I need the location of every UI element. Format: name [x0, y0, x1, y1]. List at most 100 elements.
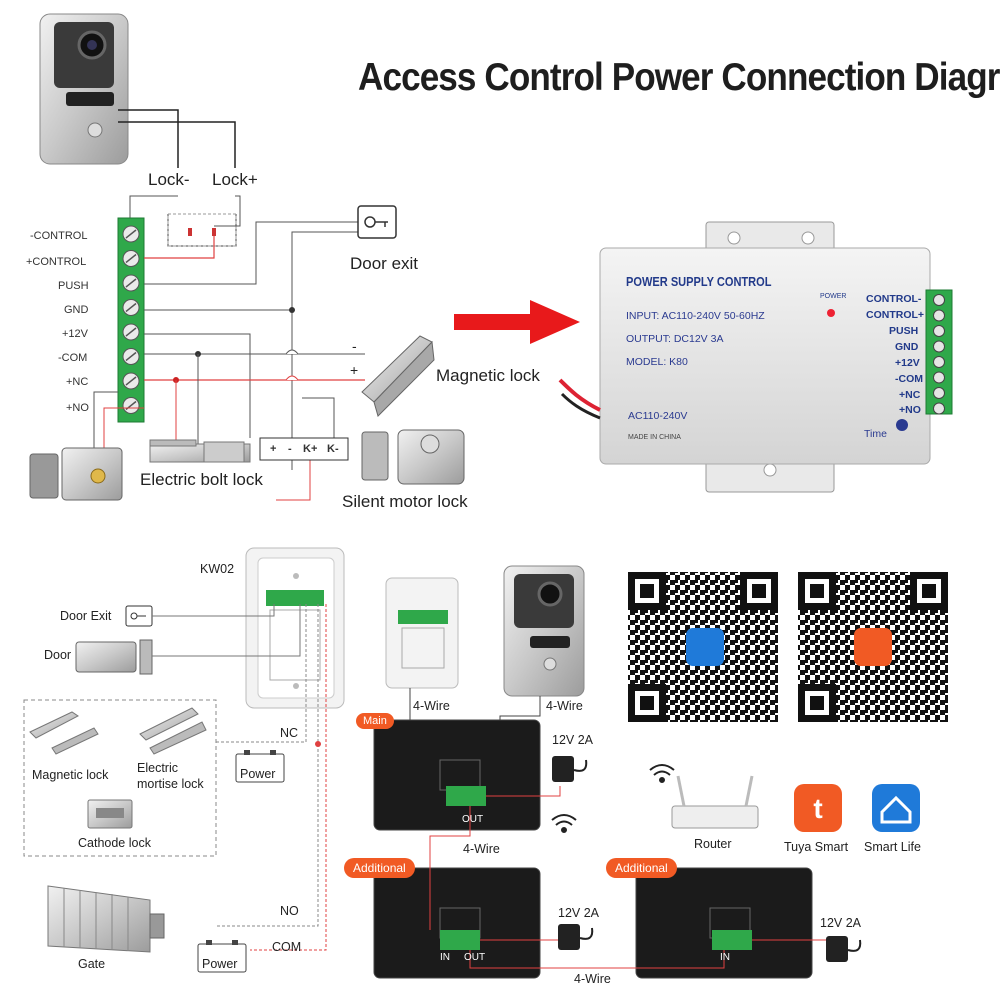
psu-terminal-screw — [933, 356, 945, 368]
rim-lock-icon — [29, 447, 123, 501]
psu-terminal-screw — [933, 340, 945, 353]
smart-life-app-icon — [872, 784, 920, 832]
wire-gnd — [144, 231, 360, 311]
psu-label-3: 12V 2A — [820, 916, 862, 930]
terminal-label-6: +NC — [66, 376, 89, 388]
terminal-label-3: GND — [64, 304, 89, 316]
terminal-label-2: PUSH — [58, 280, 89, 292]
door-exit-small-icon — [125, 605, 153, 627]
door-exit-label: Door exit — [350, 254, 419, 273]
psu-term-4: +12V — [895, 357, 920, 369]
mag-plus-label: + — [350, 362, 359, 378]
cathode-lock-label: Cathode lock — [78, 836, 151, 850]
wire-kw02-com — [250, 604, 327, 951]
psu-made: MADE IN CHINA — [628, 434, 681, 441]
wire-push-door-exit — [144, 221, 360, 285]
terminal-screw-slot — [125, 302, 137, 313]
wire-out-in — [469, 950, 725, 969]
wifi-icon-2 — [649, 764, 675, 783]
nc-label: NC — [280, 726, 299, 740]
four-wire-label-4: 4-Wire — [574, 972, 611, 986]
terminal-screw-slot — [125, 376, 137, 386]
out-label-1: OUT — [462, 814, 484, 825]
door-exit-button-icon — [357, 205, 397, 239]
wire-lock-plus — [118, 121, 236, 168]
motor-lock-terminals — [259, 437, 349, 461]
psu-label-1: 12V 2A — [552, 733, 594, 747]
door-exit-small-label: Door Exit — [60, 609, 112, 623]
wire-door-kw02 — [152, 604, 301, 657]
door-label: Door — [44, 648, 72, 662]
psu-time-label: Time — [864, 428, 887, 440]
magnetic-lock-small-label: Magnetic lock — [32, 768, 109, 782]
com-label: COM — [272, 940, 302, 954]
power-label-1: Power — [240, 767, 276, 781]
wifi-icon-1 — [551, 814, 577, 833]
magnetic-lock-icon — [361, 335, 435, 417]
kw02-panel — [245, 547, 345, 709]
wire-motor-red — [276, 460, 311, 501]
psu-term-5: -COM — [895, 373, 923, 385]
lock-plus-label: Lock+ — [212, 170, 258, 189]
electric-mortise-lock-icon — [139, 707, 207, 755]
magnetic-lock-small-icon — [29, 711, 99, 755]
psu-term-3: GND — [895, 341, 919, 353]
monitor-main — [373, 719, 541, 831]
psu-terminal-screw — [933, 402, 945, 415]
additional-badge-2: Additional — [606, 858, 677, 878]
wire-12v — [144, 333, 251, 438]
motor-term-0: + — [270, 443, 277, 455]
terminal-screw-slot — [125, 278, 137, 288]
wire-kw02-no — [216, 604, 319, 927]
in-label-2: IN — [720, 952, 730, 963]
monitor-additional-2 — [635, 867, 813, 979]
doorbell-camera-bottom — [503, 565, 585, 697]
wire-lock-to-control-plus — [214, 195, 241, 227]
psu-input: INPUT: AC110-240V 50-60HZ — [626, 310, 765, 322]
router-icon — [671, 775, 759, 829]
doorbell-camera-top — [39, 13, 129, 165]
kw02-label: KW02 — [200, 562, 235, 576]
power-label-2: Power — [202, 957, 238, 971]
wire-no — [103, 407, 144, 460]
psu-ac: AC110-240V — [628, 410, 688, 422]
four-wire-label-1: 4-Wire — [413, 699, 450, 713]
power-box-1 — [235, 750, 285, 783]
psu-term-7: +NO — [899, 404, 921, 416]
router-label: Router — [694, 837, 732, 851]
in-label-1: IN — [440, 952, 450, 963]
door-lock-small-icon — [75, 639, 153, 675]
psu-term-0: CONTROL- — [866, 293, 922, 305]
wire-lock-minus — [118, 109, 179, 168]
smart-life-label: Smart Life — [864, 840, 921, 854]
gate-label: Gate — [78, 957, 106, 971]
motor-term-2: K+ — [303, 443, 318, 455]
lock-minus-label: Lock- — [148, 170, 190, 189]
page-title: Access Control Power Connection Diagram — [358, 56, 1000, 99]
psu-output: OUTPUT: DC12V 3A — [626, 333, 724, 345]
wire-plus-control — [144, 236, 215, 259]
wire-motor — [302, 397, 335, 438]
no-label: NO — [280, 904, 299, 918]
monitor-additional-1 — [373, 867, 541, 979]
psu-term-1: CONTROL+ — [866, 309, 925, 321]
terminal-strip-top — [117, 217, 145, 423]
arrow-right-icon — [454, 300, 580, 344]
terminal-label-1: +CONTROL — [26, 256, 87, 268]
terminal-screw-slot — [125, 253, 137, 264]
electric-mortise-label-2: mortise lock — [137, 777, 204, 791]
terminal-screw-slot — [125, 327, 137, 337]
main-badge: Main — [356, 713, 394, 729]
qr-code-smart-life — [628, 572, 778, 722]
wire-lock-to-control — [129, 195, 178, 222]
tuya-label: Tuya Smart — [784, 840, 849, 854]
wire-kw02-nc — [216, 604, 307, 743]
wire-main-additional — [429, 806, 471, 930]
motor-term-3: K- — [327, 443, 339, 455]
psu-terminal-screw — [933, 294, 945, 306]
qr-code-tuya — [798, 572, 948, 722]
electric-bolt-lock-label: Electric bolt lock — [140, 470, 263, 489]
additional-badge-1: Additional — [344, 858, 415, 878]
power-supply-unit — [558, 221, 953, 493]
